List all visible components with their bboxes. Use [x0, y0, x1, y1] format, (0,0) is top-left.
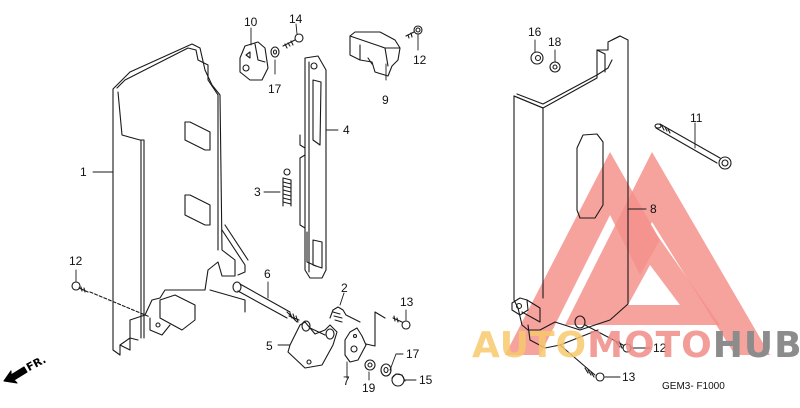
part-5-bracket: [287, 320, 338, 369]
part-13-screw-mid: [392, 315, 411, 330]
label-part-17-lower[interactable]: 17: [406, 347, 420, 361]
part-7-plate: [344, 311, 386, 363]
part-11-bolt: [654, 123, 732, 170]
label-part-10[interactable]: 10: [244, 15, 258, 29]
label-part-13-mid[interactable]: 13: [400, 295, 414, 309]
part-12-screw-left: [71, 281, 151, 318]
part-12-screw-top: [405, 25, 423, 39]
part-16-nut: [530, 51, 544, 65]
part-6-shaft: [232, 281, 300, 323]
part-13-screw-right: [559, 344, 605, 382]
part-9-cap: [349, 31, 401, 77]
label-part-18[interactable]: 18: [548, 35, 562, 49]
label-part-4[interactable]: 4: [343, 123, 350, 137]
front-direction-arrow-icon: [3, 366, 28, 384]
part-17-washer-lower: [380, 363, 392, 377]
label-part-12-top[interactable]: 12: [413, 53, 427, 67]
watermark-hub: HUB: [712, 325, 800, 366]
part-8-cover: [511, 35, 629, 349]
part-17-washer-upper: [270, 46, 280, 58]
label-part-15[interactable]: 15: [419, 373, 433, 387]
watermark-auto: AUTO: [472, 325, 588, 366]
label-part-12-right[interactable]: 12: [653, 341, 667, 355]
diagram-code: GEM3- F1000: [662, 381, 725, 392]
label-part-5[interactable]: 5: [266, 339, 273, 353]
part-18-washer: [549, 61, 561, 73]
label-part-16[interactable]: 16: [528, 25, 542, 39]
watermark-moto: MOTO: [587, 325, 713, 366]
part-4-strip: [299, 55, 327, 279]
part-10-bracket: [239, 41, 269, 81]
label-part-2[interactable]: 2: [341, 281, 348, 295]
part-14-screw: [282, 33, 304, 49]
part-19-washer: [364, 359, 376, 371]
part-3-spring: [282, 168, 292, 207]
label-part-3[interactable]: 3: [254, 185, 261, 199]
label-part-12-left[interactable]: 12: [69, 254, 83, 268]
part-12-screw-right: [584, 324, 632, 353]
label-part-13-right[interactable]: 13: [622, 370, 636, 384]
label-part-14[interactable]: 14: [289, 12, 303, 26]
label-part-7[interactable]: 7: [343, 374, 350, 388]
part-15-nut: [391, 373, 406, 387]
part-2-spring: [329, 306, 361, 323]
part-1-panel: [112, 43, 249, 356]
label-part-8[interactable]: 8: [650, 202, 657, 216]
label-part-17-upper[interactable]: 17: [268, 82, 282, 96]
label-part-11[interactable]: 11: [690, 111, 703, 125]
label-part-1[interactable]: 1: [80, 165, 87, 179]
label-part-6[interactable]: 6: [264, 267, 271, 281]
watermark-text: AUTOMOTOHUB: [472, 328, 800, 364]
leader-lines: [75, 23, 696, 381]
label-part-19[interactable]: 19: [362, 381, 376, 395]
label-part-9[interactable]: 9: [382, 93, 389, 107]
